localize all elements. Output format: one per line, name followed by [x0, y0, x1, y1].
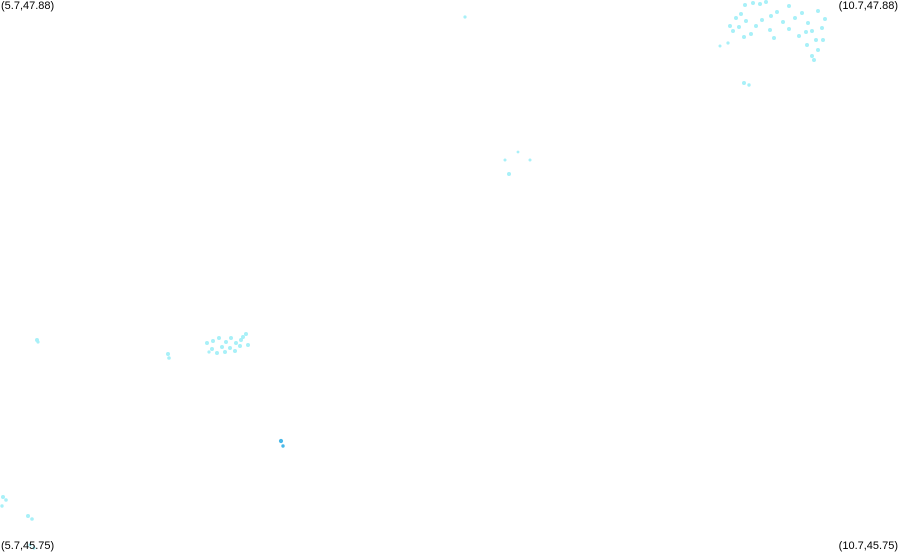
- cluster-point-bottom-left: [28, 543, 32, 547]
- cluster-point-top-right: [751, 1, 755, 5]
- cluster-point-left-middle: [244, 332, 248, 336]
- cluster-point-top-right: [787, 27, 791, 31]
- cluster-point-top-right: [764, 0, 768, 4]
- cluster-point-center: [463, 15, 467, 19]
- cluster-point-left-middle: [217, 336, 221, 340]
- cluster-point-left-middle: [241, 335, 245, 339]
- cluster-point-top-right: [816, 9, 820, 13]
- cluster-point-left-middle: [224, 340, 228, 344]
- cluster-point-top-right: [742, 81, 746, 85]
- cluster-point-top-right: [812, 58, 816, 62]
- cluster-point-top-right: [814, 38, 818, 42]
- cluster-point-left-middle: [210, 347, 214, 351]
- corner-label-top-left: (5.7,47.88): [1, 0, 55, 12]
- cluster-point-left-middle: [233, 349, 237, 353]
- cluster-point-left-middle: [239, 338, 243, 342]
- cluster-point-top-right: [806, 21, 810, 25]
- cluster-point-left-middle: [246, 343, 250, 347]
- cluster-point-bottom-left: [4, 498, 8, 502]
- cluster-point-top-right: [816, 48, 820, 52]
- cluster-point-top-right: [760, 18, 764, 22]
- cluster-point-left-middle: [207, 350, 211, 354]
- cluster-point-top-right: [823, 17, 827, 21]
- cluster-point-top-right: [772, 36, 776, 40]
- cluster-point-top-right: [810, 29, 814, 33]
- cluster-point-bottom-left: [0, 504, 4, 508]
- cluster-point-top-right: [758, 2, 762, 6]
- cluster-point-top-right: [743, 3, 747, 7]
- cluster-point-left-middle: [229, 336, 233, 340]
- cluster-point-top-right: [728, 24, 732, 28]
- cluster-point-top-right: [793, 16, 797, 20]
- cluster-point-top-right: [781, 20, 785, 24]
- cluster-point-top-right: [734, 16, 738, 20]
- cluster-point-left-middle: [220, 345, 224, 349]
- cluster-point-top-right: [754, 24, 758, 28]
- cluster-point-top-right: [775, 10, 779, 14]
- cluster-point-top-right: [744, 19, 748, 23]
- cluster-point-bottom-left: [26, 514, 30, 518]
- cluster-point-top-right: [742, 35, 746, 39]
- cluster-point-top-right: [768, 28, 772, 32]
- cluster-point-center: [507, 172, 511, 176]
- cluster-point-accent: [281, 444, 285, 448]
- cluster-point-top-right: [718, 44, 722, 48]
- corner-label-top-right: (10.7,47.88): [838, 0, 898, 12]
- cluster-point-top-right: [821, 38, 825, 42]
- cluster-point-top-right: [726, 41, 730, 45]
- corner-label-bottom-left: (5.7,45.75): [1, 540, 55, 552]
- cluster-point-top-right: [731, 29, 735, 33]
- cluster-point-left-middle: [238, 344, 242, 348]
- cluster-point-left-middle: [228, 346, 232, 350]
- cluster-point-left-middle: [223, 350, 227, 354]
- corner-label-bottom-right: (10.7,45.75): [838, 540, 898, 552]
- cluster-point-top-right: [787, 4, 791, 8]
- cluster-point-left-middle: [215, 351, 219, 355]
- cluster-point-top-right: [747, 83, 751, 87]
- cluster-point-top-right: [805, 43, 809, 47]
- cluster-point-left-middle: [36, 340, 40, 344]
- cluster-point-top-right: [810, 54, 814, 58]
- cluster-point-top-right: [800, 11, 804, 15]
- cluster-point-top-right: [797, 34, 801, 38]
- cluster-point-left-middle: [167, 356, 171, 360]
- cluster-point-left-middle: [234, 341, 238, 345]
- cluster-point-top-right: [749, 32, 753, 36]
- cluster-point-center: [528, 158, 532, 162]
- cluster-point-top-right: [739, 12, 743, 16]
- cluster-point-bottom-left: [1, 495, 5, 499]
- cluster-point-left-middle: [211, 339, 215, 343]
- cluster-point-bottom-left: [32, 546, 36, 550]
- cluster-point-left-middle: [166, 352, 170, 356]
- cluster-point-top-right: [804, 30, 808, 34]
- cluster-point-top-right: [737, 25, 741, 29]
- cluster-point-accent: [278, 438, 284, 444]
- cluster-point-center: [503, 158, 507, 162]
- cluster-point-bottom-left: [30, 517, 34, 521]
- cluster-point-center: [516, 150, 520, 154]
- cluster-point-left-middle: [205, 341, 209, 345]
- cluster-point-top-right: [820, 26, 824, 30]
- cluster-point-top-right: [769, 14, 773, 18]
